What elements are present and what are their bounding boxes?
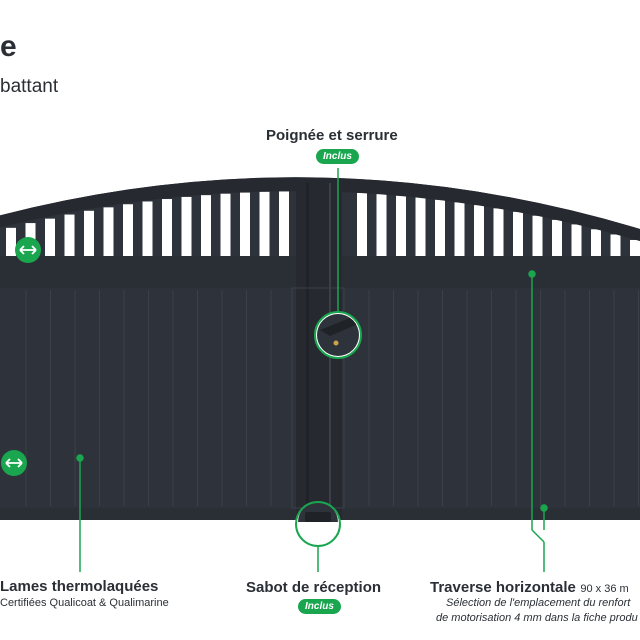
slats-callout-detail: Certifiées Qualicoat & Qualimarine xyxy=(0,597,169,609)
openwork-slot xyxy=(181,196,192,256)
openwork-slot xyxy=(591,229,601,256)
openwork-slot xyxy=(396,195,406,256)
handle-callout-title: Poignée et serrure xyxy=(266,127,398,144)
openwork-slot xyxy=(415,197,426,256)
openwork-slot xyxy=(376,194,387,256)
page-subtitle: battant xyxy=(0,76,59,97)
crossbar-note-line1: Sélection de l'emplacement du renfort xyxy=(446,597,631,609)
vertical-slats xyxy=(25,290,639,506)
openwork-slot xyxy=(103,207,114,256)
openwork-slot xyxy=(45,218,55,256)
openwork-slot xyxy=(493,208,504,256)
page-title: e xyxy=(0,30,17,63)
openwork-slot xyxy=(279,191,289,256)
openwork-slot xyxy=(357,192,367,256)
openwork-slot xyxy=(610,234,621,256)
openwork-slot xyxy=(142,201,153,256)
crossbar-callout: Traverse horizontale 90 x 36 m xyxy=(430,579,629,597)
openwork-slot xyxy=(64,214,75,256)
openwork-slot xyxy=(240,192,250,256)
openwork-slot xyxy=(435,199,445,256)
lock-handle-icon xyxy=(314,311,362,359)
openwork-slot xyxy=(84,210,94,256)
openwork-slot xyxy=(162,199,172,256)
crossbar-note-line2: de motorisation 4 mm dans la fiche produ xyxy=(436,612,638,624)
openwork-slot xyxy=(220,193,231,256)
shoe-callout-title: Sabot de réception xyxy=(246,579,382,596)
openwork-slot xyxy=(454,202,465,256)
openwork-slot xyxy=(532,215,543,256)
shoe-included-badge: Inclus xyxy=(298,599,341,614)
arrow-left-right-icon xyxy=(1,237,41,476)
openwork-band xyxy=(6,191,640,256)
handle-included-badge: Inclus xyxy=(316,149,359,164)
arch-cap xyxy=(0,177,640,242)
crossbar-callout-title: Traverse horizontale xyxy=(430,579,576,596)
gate-shoe-icon xyxy=(295,501,341,547)
openwork-slot xyxy=(123,204,133,256)
openwork-slot xyxy=(6,227,16,256)
openwork-slot xyxy=(630,239,640,256)
openwork-slot xyxy=(259,191,270,256)
openwork-slot xyxy=(474,205,484,256)
openwork-slot xyxy=(201,195,211,256)
slats-callout-title: Lames thermolaquées xyxy=(0,578,159,595)
openwork-slot xyxy=(571,224,582,256)
openwork-slot xyxy=(552,219,562,256)
crossbar-dimension: 90 x 36 m xyxy=(580,583,629,595)
openwork-slot xyxy=(513,211,523,256)
